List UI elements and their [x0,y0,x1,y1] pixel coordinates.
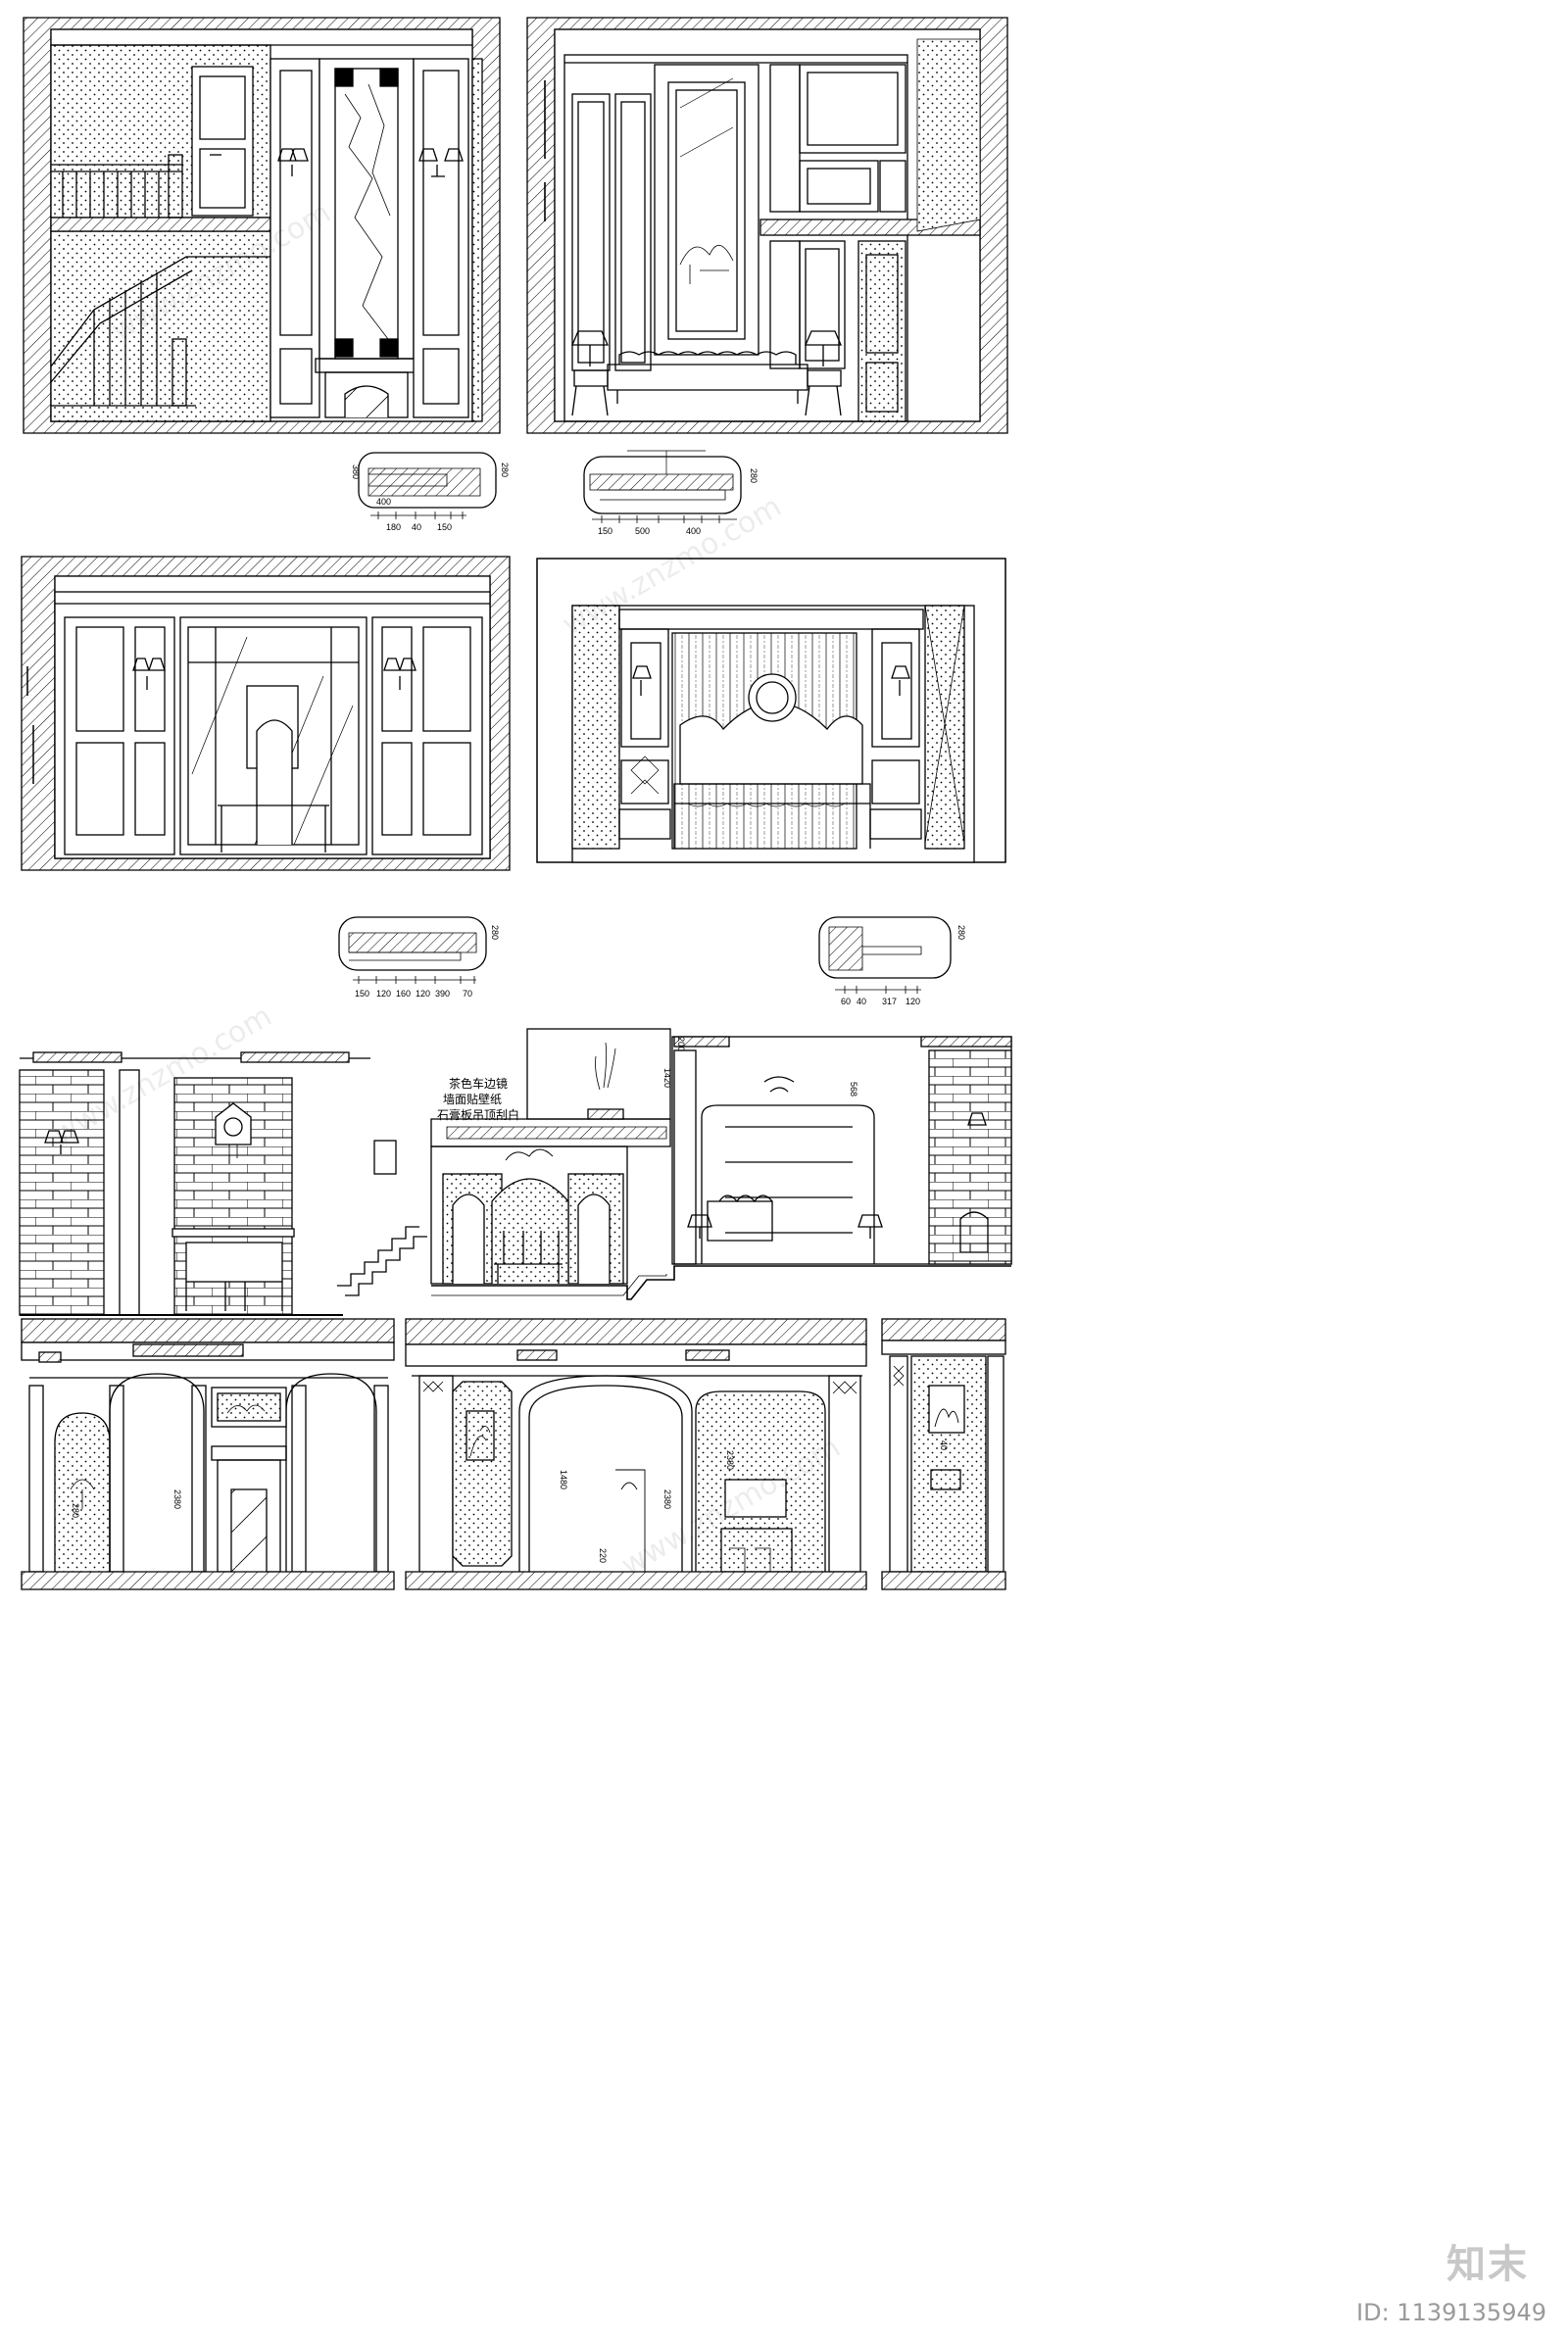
dim-label: 568 [849,1082,858,1097]
dim-label: 280 [500,463,510,478]
section-detail-2 [583,450,742,523]
note-tea-trim: 茶色车边镜 [449,1077,509,1091]
dim-label: 280 [749,468,759,484]
elevation-9-niche [881,1318,1006,1590]
dim-label: 120 [906,997,921,1006]
elevation-2-living-wall [526,17,1008,434]
dim-label: 120 [376,989,392,999]
dim-label: 400 [686,526,702,536]
note-wall-paper: 墙面贴壁纸 [443,1093,503,1106]
dim-label: 280 [956,925,966,941]
dim-label: 180 [386,522,402,532]
dim-label: 280 [490,925,500,941]
section-detail-3 [338,916,487,984]
dim-label: 70 [463,989,473,999]
dim-label: 40 [939,1440,949,1451]
note-gypsum-white: 石膏板吊顶刮白 [437,1108,520,1122]
dim-label: 500 [635,526,651,536]
dim-label: 60 [841,997,852,1006]
dim-label: 400 [376,497,392,507]
dim-label: 120 [416,989,431,999]
elevation-6-dining-living [430,1028,1012,1300]
elevation-3-dining-wall [21,556,511,871]
watermark-brand-logo: 知末 [1446,2242,1529,2287]
dim-label: 200 [676,1037,686,1052]
elevation-1-stair-hall [23,17,501,434]
image-id-label: ID: 1139135949 [1356,2299,1546,2326]
dim-label: 317 [882,997,898,1006]
dim-label: 1480 [559,1470,568,1490]
elevation-5-brick-wall [19,1051,427,1316]
dim-label: 2380 [662,1489,672,1510]
elevation-8-arch-hall [405,1318,867,1590]
section-detail-1 [358,452,497,519]
elevation-4-bedroom-wall [536,558,1006,863]
dim-label: 150 [437,522,453,532]
elevation-7-arcade [21,1318,395,1590]
dim-label: 40 [857,997,867,1006]
dim-label: 1420 [662,1068,672,1089]
section-detail-4 [818,916,952,994]
dim-label: 2380 [725,1450,735,1471]
dim-label: 2380 [172,1489,182,1510]
dim-label: 390 [435,989,451,999]
dim-label: 220 [598,1548,608,1564]
dim-label: 150 [598,526,613,536]
dim-label: 280 [71,1503,80,1519]
dim-label: 40 [412,522,422,532]
dim-label: 380 [351,464,361,480]
dim-label: 150 [355,989,370,999]
dim-label: 160 [396,989,412,999]
